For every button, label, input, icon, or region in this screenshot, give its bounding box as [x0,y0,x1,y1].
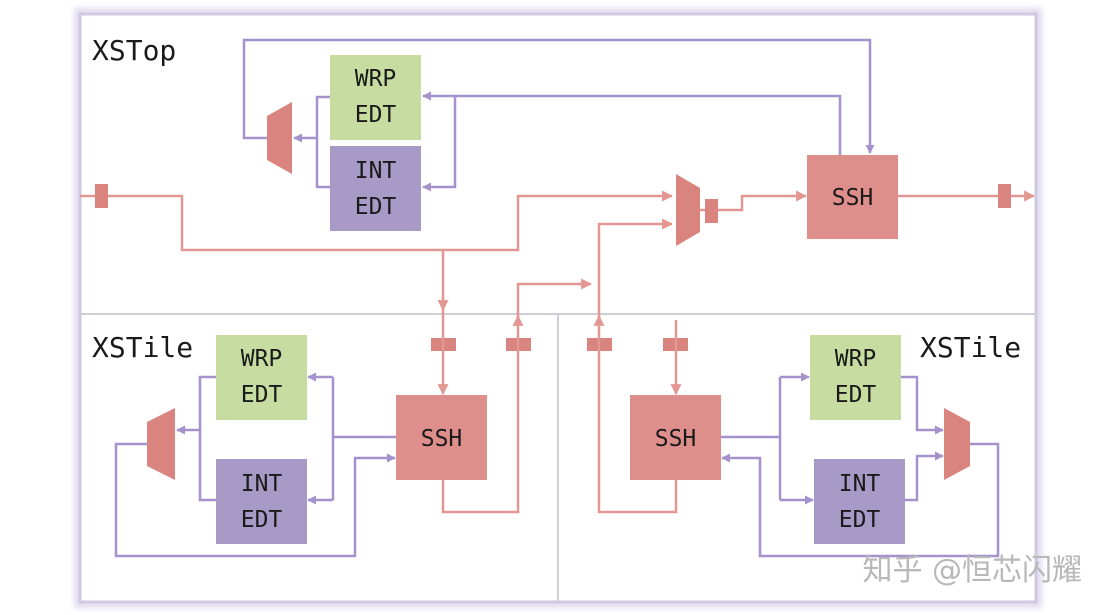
top-edt-mux [267,102,292,174]
left-wrp-edt-label-1: WRP [241,346,283,372]
watermark: 知乎 @恒芯闪耀 [862,553,1082,588]
right-wrp-edt-label-1: WRP [835,346,877,372]
right-ssh-output-wire [593,314,678,514]
left-edt-mux [147,408,175,480]
top-scan-in-register [95,184,108,208]
right-mux-to-ssh-wire [721,442,1000,558]
right-tile-wires [593,314,1000,558]
top-input-mux [676,174,700,246]
top-reg-to-ssh-wire [718,190,808,212]
top-wrp-edt-block [330,55,421,140]
right-int-to-mux-wire [905,451,944,502]
right-int-edt-block [814,459,905,544]
left-edt-outputs-bus [198,375,216,502]
top-wrp-edt-label-2: EDT [355,102,397,128]
top-int-edt-label-1: INT [355,158,397,184]
top-mux-output-register [705,199,718,223]
left-int-edt-label-1: INT [241,471,283,497]
left-wrp-edt-label-2: EDT [241,382,283,408]
right-ssh-label: SSH [655,426,697,452]
top-mux-to-ssh-wire [242,38,875,154]
top-int-edt-block [330,146,421,231]
left-ssh-block [396,395,487,480]
outer-frame-glow [74,8,1042,608]
right-int-edt-label-1: INT [839,471,881,497]
top-ssh-to-wrp-wire [422,91,842,155]
left-ssh-label: SSH [421,426,463,452]
top-int-edt-label-2: EDT [355,194,397,220]
top-scan-out-register [998,184,1011,208]
top-scan-in-wire [80,190,674,252]
top-right-return-to-mux-wire [597,218,674,320]
top-ssh-block [807,155,898,239]
right-wrp-edt-label-2: EDT [835,382,877,408]
left-int-edt-block [216,459,307,544]
top-edt-outputs-bus [315,95,330,189]
xstile-left-region-title: XSTile [92,331,193,364]
top-wrp-edt-label-1: WRP [355,66,397,92]
left-tile-wires [114,310,524,558]
left-mux-to-ssh-wire [114,442,396,558]
top-wires [80,38,1036,320]
right-edt-mux [944,408,970,480]
right-wrp-edt-block [810,335,901,420]
right-int-edt-label-2: EDT [839,507,881,533]
top-ssh-to-int-wire [422,96,457,192]
right-ssh-block [630,395,721,480]
xstile-right-region-title: XSTile [920,331,1021,364]
left-int-edt-label-2: EDT [241,507,283,533]
top-cross-wire-left-return [516,278,593,320]
left-wrp-edt-block [216,335,307,420]
left-ssh-output-wire [441,314,524,514]
top-ssh-label: SSH [832,185,874,211]
xstop-region-title: XSTop [92,34,176,67]
right-wrp-to-mux-wire [901,375,944,435]
